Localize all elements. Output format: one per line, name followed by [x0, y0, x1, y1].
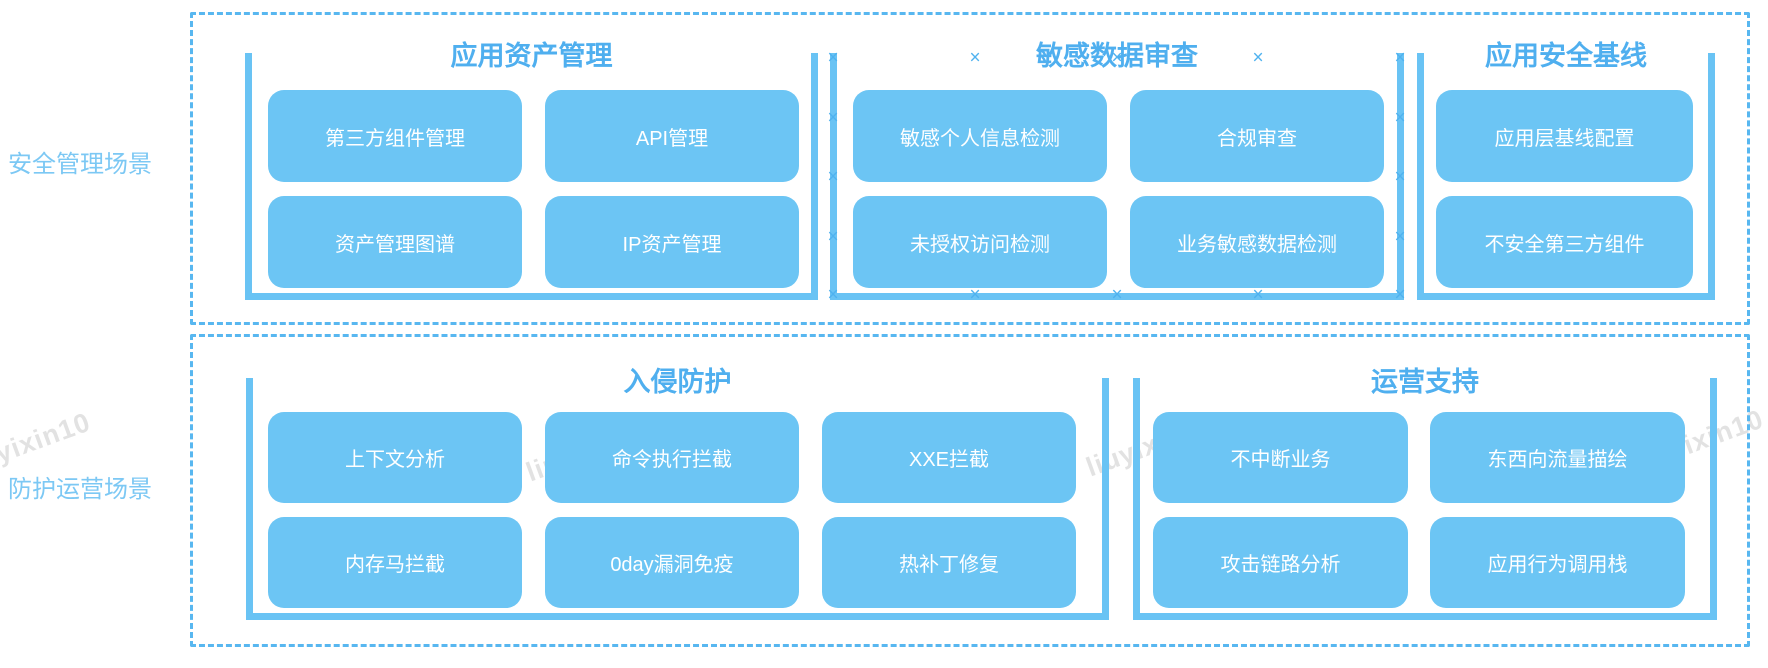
- bracket-bottom-bar: [1417, 293, 1715, 300]
- group-operations-support[interactable]: 运营支持 不中断业务 东西向流量描绘 攻击链路分析 应用行为调用栈: [1133, 367, 1717, 620]
- bracket-right-bar: [1710, 378, 1717, 620]
- node-compliance-review[interactable]: 合规审查: [1130, 90, 1384, 182]
- bracket-right-bar: [1708, 53, 1715, 300]
- group-title: 运营支持: [1371, 367, 1479, 397]
- section-box-security-management[interactable]: [190, 12, 1750, 325]
- node-hot-patch-repair[interactable]: 热补丁修复: [822, 517, 1076, 608]
- node-unauthorized-access-detection[interactable]: 未授权访问检测: [853, 196, 1107, 288]
- group-title: 敏感数据审查: [1036, 41, 1198, 71]
- bracket-left-bar: [830, 53, 837, 300]
- node-ip-asset-mgmt[interactable]: IP资产管理: [545, 196, 799, 288]
- bracket-right-bar: [1397, 53, 1404, 300]
- bracket-bottom-bar: [830, 293, 1404, 300]
- bracket-bottom-bar: [246, 613, 1109, 620]
- node-xxe-interception[interactable]: XXE拦截: [822, 412, 1076, 503]
- node-0day-vulnerability-immunity[interactable]: 0day漏洞免疫: [545, 517, 799, 608]
- node-business-sensitive-data-detection[interactable]: 业务敏感数据检测: [1130, 196, 1384, 288]
- node-api-mgmt[interactable]: API管理: [545, 90, 799, 182]
- connection-anchor-icon[interactable]: ×: [1394, 107, 1406, 129]
- node-uninterrupted-business[interactable]: 不中断业务: [1153, 412, 1408, 503]
- node-context-analysis[interactable]: 上下文分析: [268, 412, 522, 503]
- connection-anchor-icon[interactable]: ×: [1394, 226, 1406, 248]
- group-sensitive-data-review[interactable]: 敏感数据审查 敏感个人信息检测 合规审查 未授权访问检测 业务敏感数据检测 × …: [827, 41, 1406, 305]
- bracket-right-bar: [811, 53, 818, 300]
- bracket-left-bar: [1133, 378, 1140, 620]
- node-insecure-third-party-component[interactable]: 不安全第三方组件: [1436, 196, 1693, 288]
- connection-anchor-icon[interactable]: ×: [1111, 284, 1123, 306]
- connection-anchor-icon[interactable]: ×: [827, 107, 839, 129]
- connection-anchor-icon[interactable]: ×: [969, 284, 981, 306]
- node-asset-mgmt-graph[interactable]: 资产管理图谱: [268, 196, 522, 288]
- watermark-text: liuyixin10: [0, 406, 95, 481]
- bracket-bottom-bar: [1133, 613, 1717, 620]
- connection-anchor-icon[interactable]: ×: [1111, 47, 1123, 69]
- node-third-party-component-mgmt[interactable]: 第三方组件管理: [268, 90, 522, 182]
- group-title: 应用安全基线: [1485, 41, 1647, 71]
- bracket-right-bar: [1102, 378, 1109, 620]
- connection-anchor-icon[interactable]: ×: [1252, 47, 1264, 69]
- node-sensitive-personal-info-detection[interactable]: 敏感个人信息检测: [853, 90, 1107, 182]
- connection-anchor-icon[interactable]: ×: [1252, 284, 1264, 306]
- bracket-left-bar: [245, 53, 252, 300]
- connection-anchor-icon[interactable]: ×: [827, 166, 839, 188]
- group-title: 应用资产管理: [450, 41, 613, 71]
- connection-anchor-icon[interactable]: ×: [1394, 284, 1406, 306]
- group-title: 入侵防护: [623, 367, 732, 397]
- connection-anchor-icon[interactable]: ×: [827, 226, 839, 248]
- group-app-security-baseline[interactable]: 应用安全基线 应用层基线配置 不安全第三方组件: [1417, 41, 1715, 300]
- node-memory-webshell-interception[interactable]: 内存马拦截: [268, 517, 522, 608]
- bracket-left-bar: [1417, 53, 1424, 300]
- section-box-protection-operations[interactable]: [190, 334, 1750, 647]
- bracket-bottom-bar: [245, 293, 818, 300]
- connection-anchor-icon[interactable]: ×: [1394, 47, 1406, 69]
- connection-anchor-icon[interactable]: ×: [1394, 166, 1406, 188]
- group-intrusion-protection[interactable]: 入侵防护 上下文分析 命令执行拦截 XXE拦截 内存马拦截 0day漏洞免疫 热…: [246, 367, 1109, 620]
- group-app-asset-management[interactable]: 应用资产管理 第三方组件管理 API管理 资产管理图谱 IP资产管理: [245, 41, 818, 300]
- node-app-layer-baseline-config[interactable]: 应用层基线配置: [1436, 90, 1693, 182]
- connection-anchor-icon[interactable]: ×: [969, 47, 981, 69]
- node-app-behavior-call-stack[interactable]: 应用行为调用栈: [1430, 517, 1685, 608]
- section-label-protection-operations: 防护运营场景: [8, 476, 152, 503]
- section-label-security-management: 安全管理场景: [8, 151, 152, 178]
- connection-anchor-icon[interactable]: ×: [827, 47, 839, 69]
- connection-anchor-icon[interactable]: ×: [827, 284, 839, 306]
- node-attack-chain-analysis[interactable]: 攻击链路分析: [1153, 517, 1408, 608]
- node-command-execution-interception[interactable]: 命令执行拦截: [545, 412, 799, 503]
- bracket-left-bar: [246, 378, 253, 620]
- node-east-west-traffic-mapping[interactable]: 东西向流量描绘: [1430, 412, 1685, 503]
